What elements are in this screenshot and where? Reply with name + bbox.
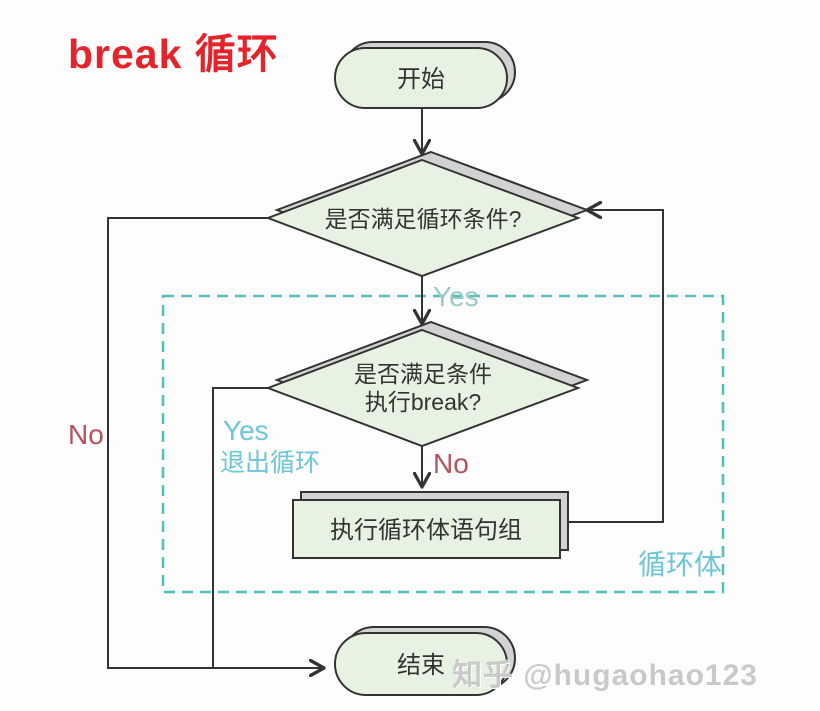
edge-loop-back [560,210,664,523]
process-node-shape [292,499,561,559]
break-condition-shape [265,328,581,448]
edge-break-yes-exit [212,387,268,668]
edge-no-exit-to-end [107,217,324,668]
loop-body-caption: 循环体 [638,549,722,580]
page-title: break 循环 [68,31,279,77]
start-node-label: 开始 [397,66,445,93]
end-node: 结束 [334,626,516,696]
break-condition-diamond: 是否满足条件 执行break? [265,320,590,448]
loop-body-dashed-box [161,294,725,594]
watermark: 知乎 @hugaohao123 [452,659,758,692]
end-node-label: 结束 [397,652,445,679]
no-continue-label: No [433,448,469,479]
end-node-shape [334,632,508,696]
loop-condition-diamond: 是否满足循环条件? [265,150,590,278]
exit-loop-label: 退出循环 [220,449,320,477]
no-exit-left-label: No [68,419,104,450]
loop-condition-label: 是否满足循环条件? [325,206,522,232]
yes-enter-loop-label: Yes [433,281,479,312]
start-node-shape [334,47,508,109]
yes-break-label: Yes [223,415,269,446]
break-condition-label-line1: 是否满足条件 [354,361,492,387]
start-node: 开始 [334,41,516,109]
process-node-label: 执行循环体语句组 [330,517,522,544]
break-condition-label-line2: 执行break? [365,389,481,415]
process-node: 执行循环体语句组 [292,491,569,559]
loop-condition-shape [265,158,581,278]
